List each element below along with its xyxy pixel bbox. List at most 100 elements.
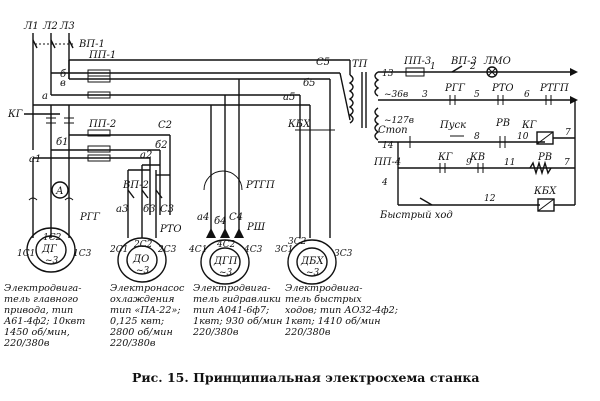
circuit-7: 7: [565, 128, 571, 138]
desc-dgp-4: 1квт; 930 об/мин: [193, 316, 282, 327]
desc-do-2: охлаждения: [110, 294, 175, 305]
node-a: а: [42, 91, 48, 102]
rapid-button-label[interactable]: Быстрый ход: [379, 210, 453, 221]
starter-pp4-label: ПП-4: [373, 157, 401, 168]
motor-dgp-symbol: ~3: [219, 268, 233, 278]
motor-do-terminal-3: 2С3: [157, 245, 177, 255]
ammeter: А: [55, 186, 64, 197]
lamp-label: ЛМО: [483, 56, 511, 67]
desc-dg-3: привода, тип: [4, 305, 73, 316]
circuit-7b: 7: [564, 158, 570, 168]
motor-dbx-terminal-3: 3С3: [334, 249, 353, 259]
desc-dbx-3: ходов; тип АО32-4ф2;: [285, 305, 398, 316]
motor-dgp-branch: РТГП а4 б4 С4 РШ ДГП ~3 4С1 4С2 4С3: [188, 79, 275, 285]
desc-dgp-2: тель гидравлики: [193, 294, 281, 305]
desc-dg-5: 1450 об/мин,: [4, 327, 70, 338]
motor-do-id: ДО: [132, 254, 149, 265]
node-c2: С2: [158, 120, 172, 131]
circuit-4: 4: [381, 178, 388, 188]
circuit-6: 6: [524, 90, 530, 100]
node-b4: б4: [214, 216, 226, 227]
node-a5: а5: [283, 92, 295, 103]
desc-dgp-1: Электродвига-: [193, 283, 271, 294]
motor-do-terminal-1: 2С1: [109, 245, 128, 255]
node-c3: С3: [160, 204, 174, 215]
voltage-127: ~127в: [384, 116, 414, 126]
desc-do-4: 0,125 квт;: [110, 316, 164, 327]
motor-dgp-terminal-3: 4С3: [243, 245, 263, 255]
starter-pp3-label: ПП-3: [403, 56, 431, 67]
desc-dgp-5: 220/380в: [192, 327, 239, 338]
starter-pp1-label: ПП-1: [88, 50, 116, 61]
relay-kbx-2: КБХ: [533, 186, 557, 197]
transformer-label: ТП: [352, 59, 368, 70]
transformer: ТП 13 ~36в ~127в 14: [339, 59, 414, 151]
stop-button-label[interactable]: Стоп: [378, 125, 408, 136]
circuit-10: 10: [517, 132, 529, 142]
relay-rtgp-1: РТГП: [245, 180, 275, 191]
relay-row: КГ 9 КВ 11 РВ 7 ПП-4 4: [373, 142, 575, 205]
circuit-13: 13: [382, 69, 394, 79]
desc-do-3: тип «ПА-22»;: [110, 305, 181, 316]
start-stop-circuit: Стоп Пуск 8 РВ 10 КГ 7: [378, 100, 576, 205]
starter-pp2-label: ПП-2: [88, 119, 116, 130]
node-b: б: [60, 69, 67, 80]
node-a2: а2: [140, 150, 152, 161]
desc-dbx-4: 1квт; 1410 об/мин: [285, 316, 381, 327]
motor-dgp-id: ДГП: [213, 256, 238, 267]
circuit-5: 5: [474, 90, 480, 100]
circuit-3: 3: [422, 90, 428, 100]
circuit-14: 14: [382, 141, 394, 151]
motor-dg-id: ДГ: [41, 244, 57, 255]
motor-dgp-terminal-2: 4С2: [216, 240, 236, 250]
desc-dbx-5: 220/380в: [284, 327, 331, 338]
relay-kg-coil: КГ: [521, 120, 537, 131]
relay-rv-2: РВ: [537, 152, 552, 163]
circuit-12: 12: [484, 194, 496, 204]
motor-dg-symbol: ~3: [45, 256, 59, 266]
auto-breaker-label: ВП-2: [122, 180, 149, 191]
relay-rto-1: РТО: [159, 224, 182, 235]
rapid-traverse-circuit: Быстрый ход 12 КБХ: [379, 186, 575, 221]
node-b1: б1: [56, 137, 68, 148]
control-circuit: 3 РГГ 5 РТО 6 РТГП: [378, 83, 578, 105]
circuit-8: 8: [474, 132, 480, 142]
motor-dg-terminal-2: 1С2: [43, 233, 62, 243]
motor-do-branch: ВП-2 а3 б3 С3 РТО ДО ~3 2С1 2С2 2С3: [109, 164, 182, 283]
motor-dbx-symbol: ~3: [306, 268, 320, 278]
desc-dg-6: 220/380в: [3, 338, 50, 349]
start-button-label[interactable]: Пуск: [439, 120, 466, 131]
relay-kg-contact: КГ: [437, 152, 453, 163]
node-b2: б2: [155, 140, 167, 151]
figure-caption: Рис. 15. Принципиальная электросхема ста…: [132, 370, 480, 385]
relay-rgg-2: РГГ: [444, 83, 465, 94]
control-breaker-label: ВП-3: [450, 56, 477, 67]
node-c4: С4: [229, 212, 243, 223]
main-bus: б а в ПП-1 КГ: [7, 50, 350, 155]
node-v: в: [60, 78, 66, 89]
supply-label-3: Л3: [59, 21, 75, 32]
lamp-circuit: ПП-3 1 ВП-3 2 ЛМО: [378, 56, 578, 78]
motor-dbx-terminal-2: 3С2: [288, 237, 307, 247]
node-a4: а4: [197, 212, 209, 223]
motor-dbx-id: ДБХ: [300, 256, 324, 267]
motor-dbx-branch: КБХ а5 б5 С5 ДБХ ~3 3С1 3С2 3С3: [275, 57, 353, 285]
circuit-1: 1: [430, 62, 436, 72]
node-b5: б5: [303, 78, 315, 89]
voltage-36: ~36в: [384, 90, 408, 100]
supply-label-2: Л2: [42, 21, 58, 32]
circuit-11: 11: [504, 158, 515, 168]
motor-dg-terminal-1: 1С1: [17, 249, 35, 259]
motor-dgp-terminal-1: 4С1: [188, 245, 207, 255]
main-breaker-label: ВП-1: [78, 39, 105, 50]
relay-kbx-1: КБХ: [287, 119, 311, 130]
desc-dgp-3: тип А041-6ф7;: [193, 305, 269, 316]
motor-dbx-terminal-1: 3С1: [275, 245, 293, 255]
relay-rtgp-2: РТГП: [539, 83, 569, 94]
relay-rto-2: РТО: [491, 83, 514, 94]
desc-do-1: Электронасос: [110, 283, 185, 294]
node-a1: а1: [29, 154, 41, 165]
relay-rsh: РШ: [246, 222, 266, 233]
desc-do-5: 2800 об/мин: [109, 327, 173, 338]
